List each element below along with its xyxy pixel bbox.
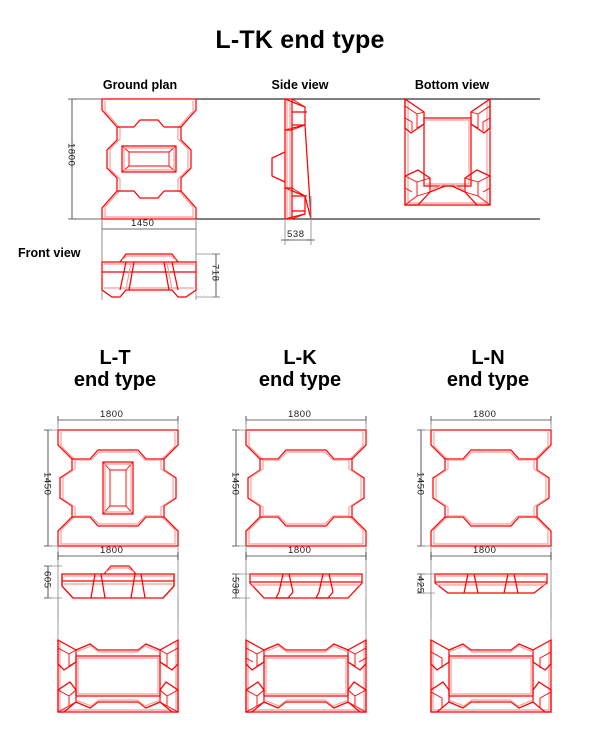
ltk-bottom-view-geometry [404, 97, 491, 206]
dim-ground-plan-width: 1450 [101, 218, 197, 262]
view-label-front-view: Front view [18, 246, 81, 260]
dim-text-605-l-t: 605 [42, 571, 53, 589]
ltk-side-view-geometry [271, 98, 312, 220]
dim-ground-plan-height: 1800 [66, 98, 102, 220]
ltk-ground-plan-geometry [101, 98, 197, 220]
variant-title-l-n: L-N end type [398, 347, 578, 392]
variant-l-t-geometry: 1800 1450 1800 605 [42, 409, 179, 713]
dim-text-1450-ltk: 1450 [131, 218, 155, 229]
view-label-bottom-view: Bottom view [414, 78, 490, 92]
view-label-side-view: Side view [271, 78, 329, 92]
variant-title-l-t: L-T end type [25, 347, 205, 392]
dim-text-538-l-k: 538 [230, 577, 241, 595]
dim-text-1450-l-n: 1450 [415, 472, 426, 496]
dim-text-538-ltk: 538 [287, 229, 305, 240]
dim-text-425-l-n: 425 [415, 576, 426, 594]
dim-text-1800-side-l-k: 1800 [288, 545, 312, 556]
view-label-ground-plan: Ground plan [102, 78, 178, 92]
variant-code-l-t: L-T [99, 347, 131, 369]
variant-subtitle-l-t: end type [73, 369, 157, 392]
dim-text-1800-top-l-n: 1800 [473, 409, 497, 420]
dim-text-718-ltk: 718 [210, 264, 221, 282]
variant-code-l-n: L-N [471, 347, 505, 369]
dim-text-1450-l-t: 1450 [42, 472, 53, 496]
page-title: L-TK end type [215, 26, 385, 54]
ltk-front-view-geometry [101, 219, 197, 300]
dim-text-1800-top-l-k: 1800 [288, 409, 312, 420]
variant-l-n-geometry: 1800 1450 1800 425 [415, 409, 552, 713]
dim-side-view-width: 538 [281, 196, 315, 245]
dim-text-1800-ltk: 1800 [66, 143, 77, 167]
variant-title-l-k: L-K end type [210, 347, 390, 392]
dim-text-1800-side-l-n: 1800 [473, 545, 497, 556]
dim-text-1800-top-l-t: 1800 [100, 409, 124, 420]
variant-l-k-geometry: 1800 1450 1800 538 [230, 409, 367, 713]
variant-subtitle-l-n: end type [446, 369, 530, 392]
variant-subtitle-l-k: end type [258, 369, 342, 392]
variant-code-l-k: L-K [283, 347, 317, 369]
dim-front-view-height: 718 [196, 253, 221, 298]
dim-text-1800-side-l-t: 1800 [100, 545, 124, 556]
dim-text-1450-l-k: 1450 [230, 472, 241, 496]
